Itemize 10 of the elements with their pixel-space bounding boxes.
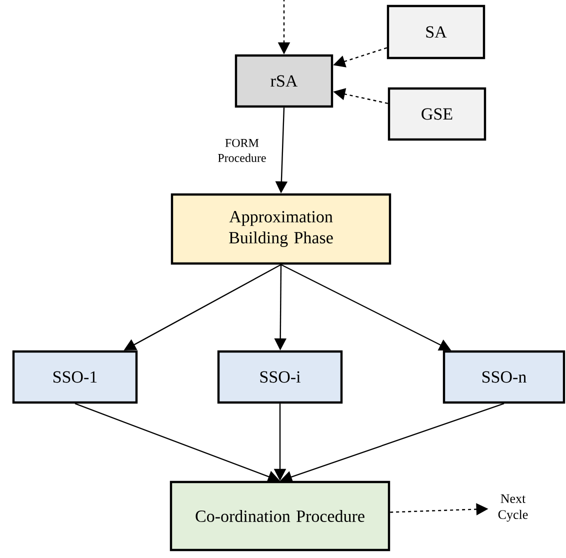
process-box: Approximation Building Phase [170, 193, 392, 265]
input-box: GSE [388, 87, 486, 141]
process-box: SSO-n [442, 350, 566, 404]
input-box: SA [386, 4, 486, 60]
process-box: rSA [234, 54, 334, 108]
bare-text: Next Cycle [498, 494, 528, 522]
process-box: Co-ordination Procedure [170, 480, 390, 552]
process-box: SSO-1 [12, 350, 138, 404]
process-box: SSO-i [217, 350, 343, 404]
edge-label: FORM Procedure [218, 138, 266, 162]
